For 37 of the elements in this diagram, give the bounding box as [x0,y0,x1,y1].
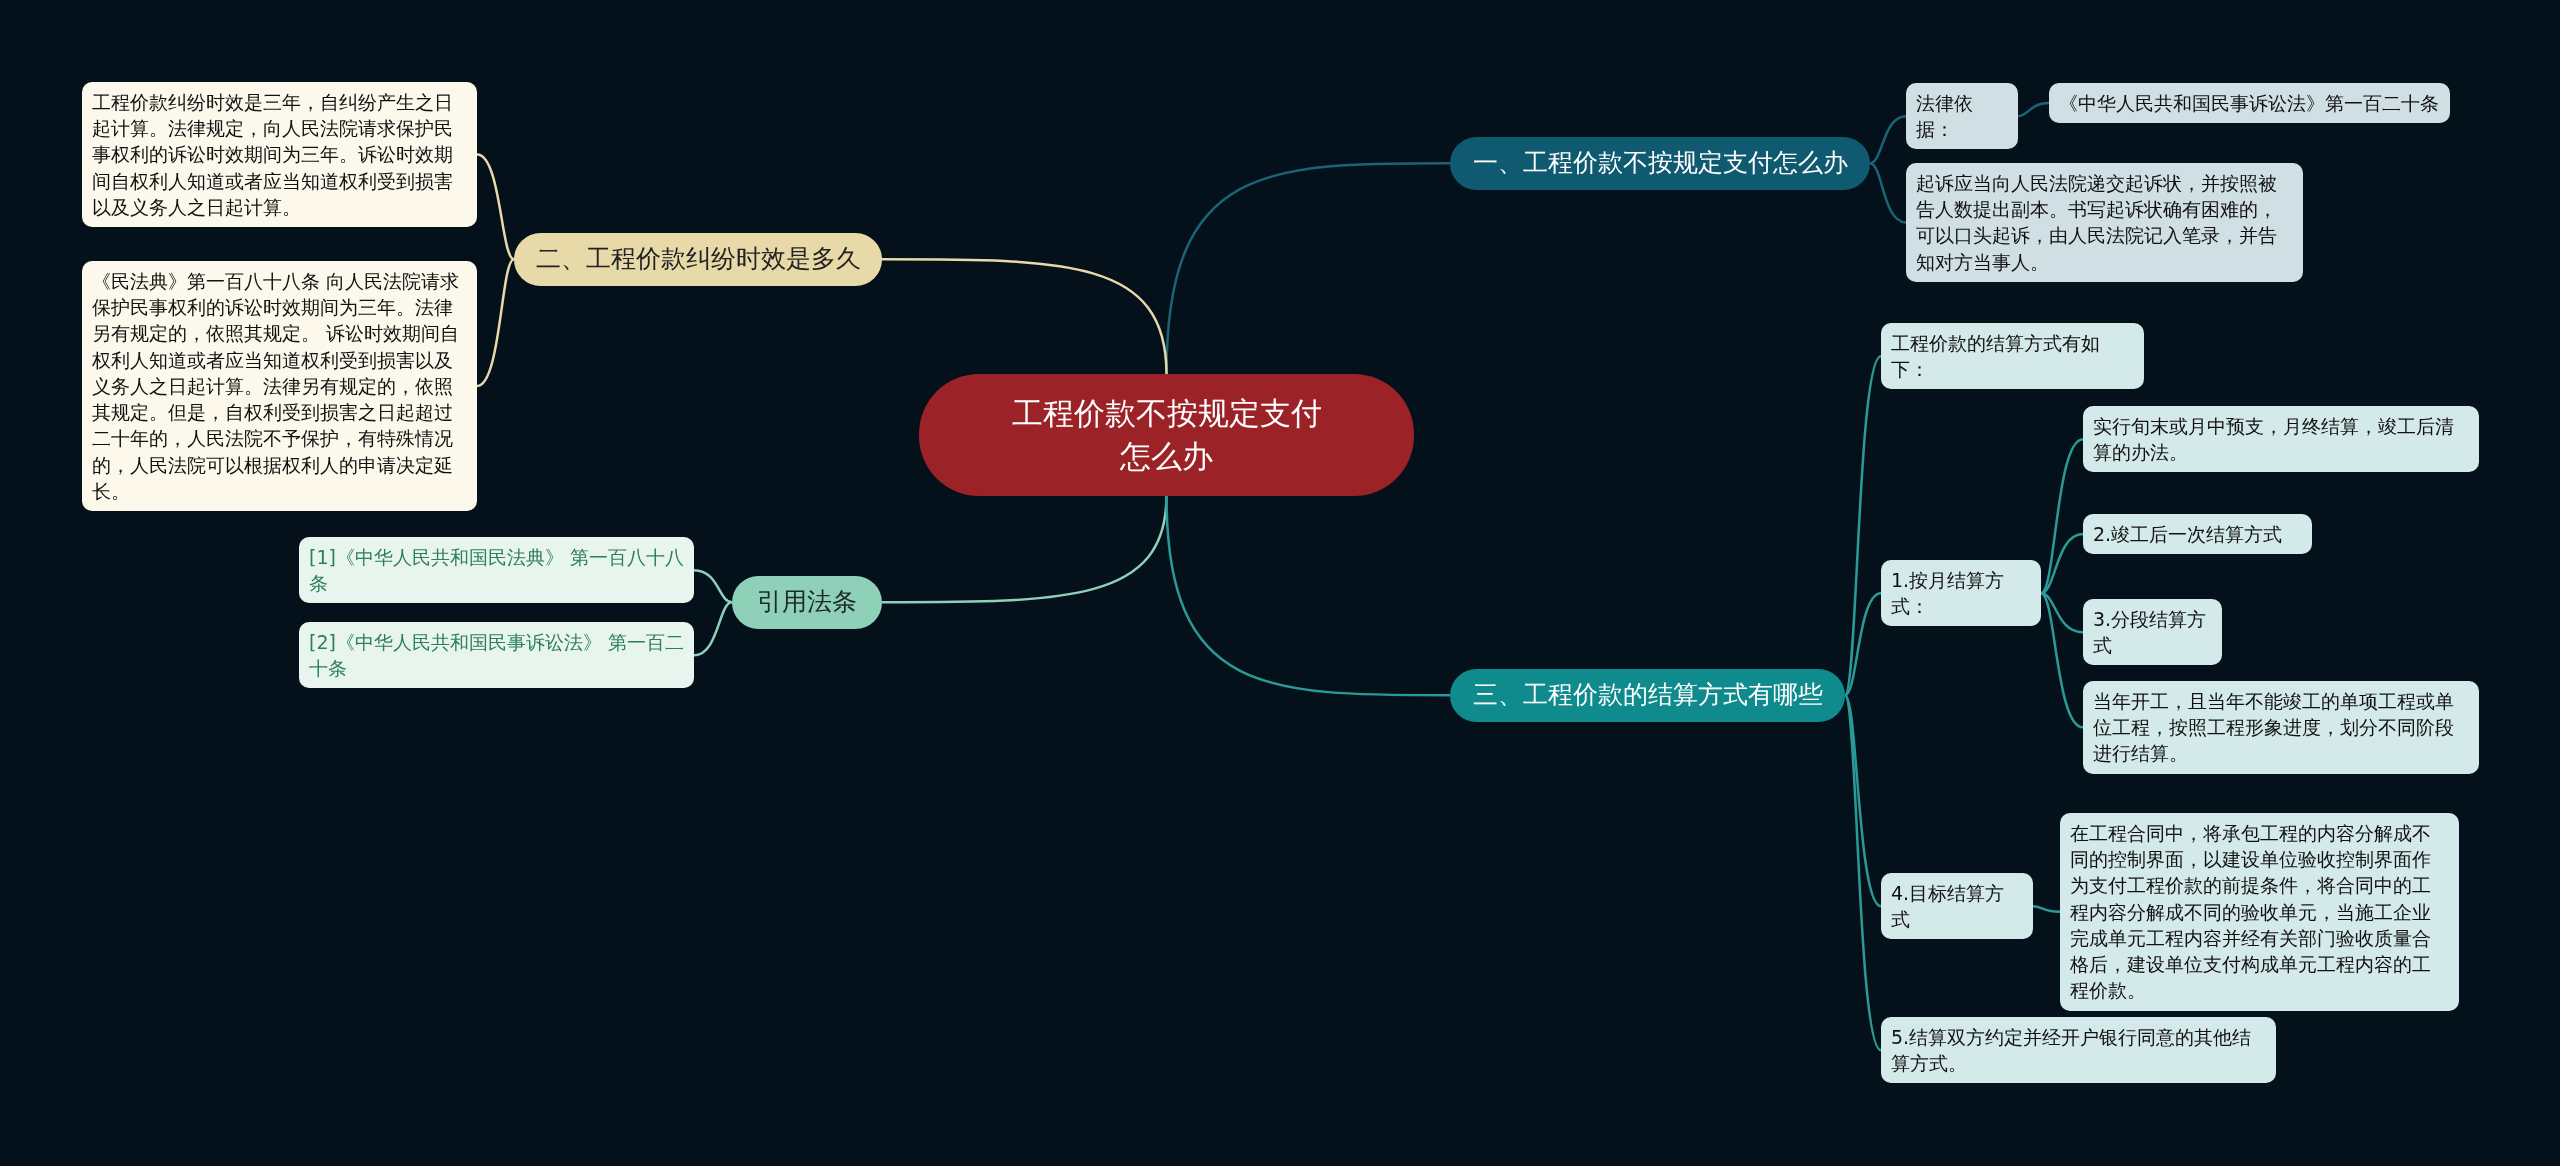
note-box: 起诉应当向人民法院递交起诉状，并按照被告人数提出副本。书写起诉状确有困难的，可以口头起诉，由人民法院记入笔录，并告知对方当事人。 [1906,163,2303,282]
connector-line [2040,438,2084,595]
connector-line [1843,694,1882,1051]
connector-line [1843,355,1882,696]
connector-line [2017,101,2050,118]
note-box: 《民法典》第一百八十八条 向人民法院请求保护民事权利的诉讼时效期间为三年。法律另有规定的，依照其规定。 诉讼时效期间自权利人知道或者应当知道权利受到损害以及义务人之日起计算。法律另有规定的，依照其规定。但是，自权利受到损害之日起超过二十年的，人民法院不予保护，有特殊情况的，人民法院可以根据权利人的申请决定延长。 [82,261,477,511]
branch-topic: 三、工程价款的结算方式有哪些 [1450,669,1845,722]
branch-topic: 二、工程价款纠纷时效是多久 [514,233,882,286]
note-box: 工程价款纠纷时效是三年，自纠纷产生之日起计算。法律规定，向人民法院请求保护民事权利的诉讼时效期间为三年。诉讼时效期间自权利人知道或者应当知道权利受到损害以及义务人之日起计算。 [82,82,477,228]
note-box: 4.目标结算方式 [1881,873,2033,940]
note-box: 5.结算双方约定并经开户银行同意的其他结算方式。 [1881,1017,2276,1084]
connector-line [1165,495,1450,697]
connector-line [693,601,733,657]
note-box: 2.竣工后一次结算方式 [2083,514,2312,555]
note-box: 1.按月结算方式： [1881,560,2041,627]
note-box: [1]《中华人民共和国民法典》 第一百八十八条 [299,537,694,604]
branch-topic: 一、工程价款不按规定支付怎么办 [1450,137,1870,190]
connector-line [1844,592,1882,697]
note-box: 工程价款的结算方式有如下： [1881,323,2144,390]
connector-line [882,258,1168,375]
note-box: 《中华人民共和国民事诉讼法》第一百二十条 [2049,83,2450,124]
connector-line [2032,904,2061,913]
note-box: 法律依据： [1906,83,2018,150]
note-box: [2]《中华人民共和国民事诉讼法》 第一百二十条 [299,622,694,689]
note-box: 在工程合同中，将承包工程的内容分解成不同的控制界面，以建设单位验收控制界面作为支付工程价款的前提条件，将合同中的工程内容分解成不同的验收单元，当施工企业完成单元工程内容并经有关部门验收质量合格后，建设单位支付构成单元工程内容的工程价款。 [2060,813,2459,1011]
connector-line [693,568,733,604]
note-box: 当年开工，且当年不能竣工的单项工程或单位工程，按照工程形象进度，划分不同阶段进行结算。 [2083,681,2479,774]
note-box: 实行旬末或月中预支，月终结算，竣工后清算的办法。 [2083,406,2479,473]
connector-line [1869,115,1907,165]
connector-line [2040,592,2084,729]
branch-topic: 引用法条 [732,576,882,629]
note-box: 3.分段结算方式 [2083,599,2222,666]
connector-line [1869,162,1907,224]
connector-line [476,153,515,261]
connector-line [2040,532,2084,595]
connector-line [476,258,515,388]
central-topic: 工程价款不按规定支付怎么办 [919,374,1414,496]
